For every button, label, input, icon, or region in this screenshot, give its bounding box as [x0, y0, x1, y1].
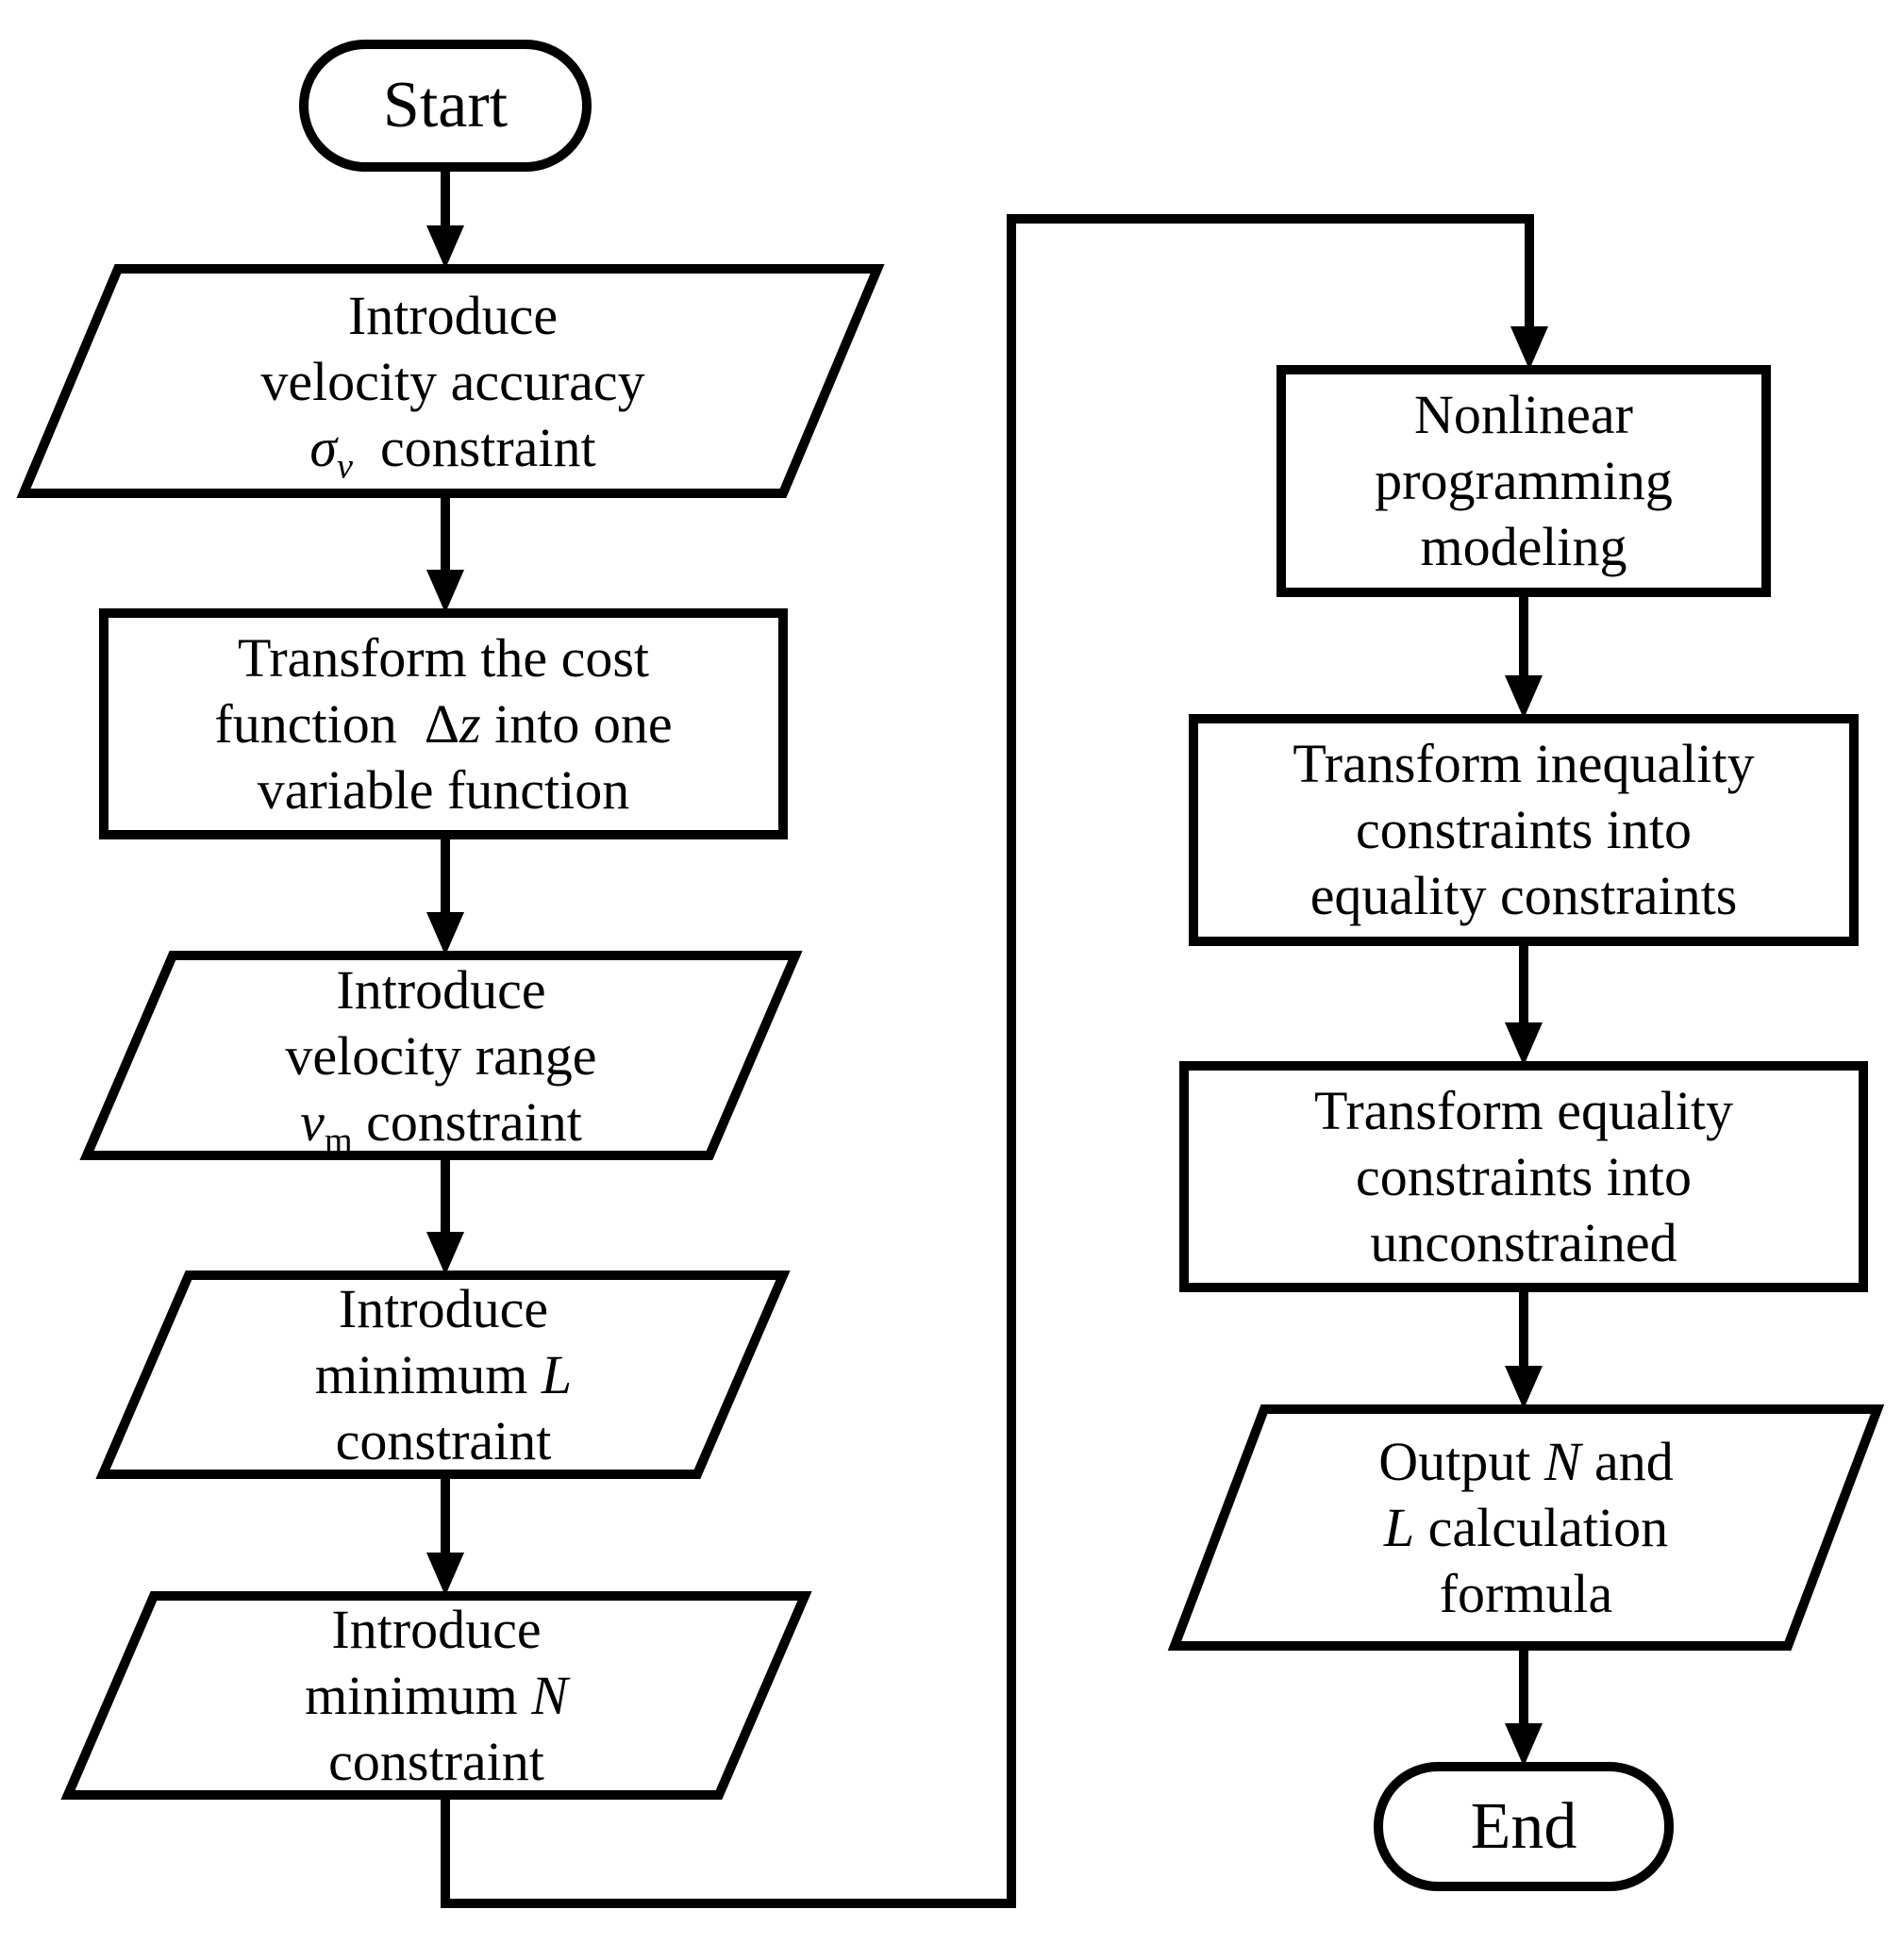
transform-cost-function-shape	[99, 608, 788, 839]
arrowhead-nonlinear-to-inequality	[1505, 675, 1543, 719]
introduce-minimum-N-shape	[60, 1591, 812, 1800]
arrowhead-output-to-end	[1505, 1723, 1543, 1767]
start-node-shape	[299, 40, 592, 172]
introduce-minimum-L-shape	[95, 1271, 791, 1479]
output-N-L-formula-shape	[1167, 1404, 1885, 1651]
start-node-label: Start	[382, 69, 509, 141]
arrowhead-start-to-velocity-accuracy	[426, 225, 464, 269]
arrowhead-inequality-to-equality	[1505, 1022, 1543, 1066]
end-node-label: End	[1470, 1789, 1577, 1863]
nonlinear-programming-modeling-shape	[1276, 365, 1771, 597]
transform-equality-constraints-shape	[1179, 1061, 1868, 1292]
arrowhead-minimum-L-to-minimum-N	[426, 1553, 464, 1596]
arrowhead-loop-to-nonlinear	[1510, 326, 1548, 370]
arrowhead-equality-to-output	[1505, 1366, 1543, 1409]
transform-inequality-constraints-shape	[1189, 714, 1859, 946]
arrowhead-cost-function-to-velocity-range	[426, 912, 464, 955]
arrowhead-velocity-range-to-minimum-L	[426, 1232, 464, 1275]
introduce-velocity-range-shape	[79, 951, 803, 1160]
arrowhead-velocity-accuracy-to-cost-function	[426, 570, 464, 613]
connector-minimum-N-to-nonlinear	[441, 214, 1534, 1908]
introduce-velocity-accuracy-shape	[16, 264, 885, 498]
